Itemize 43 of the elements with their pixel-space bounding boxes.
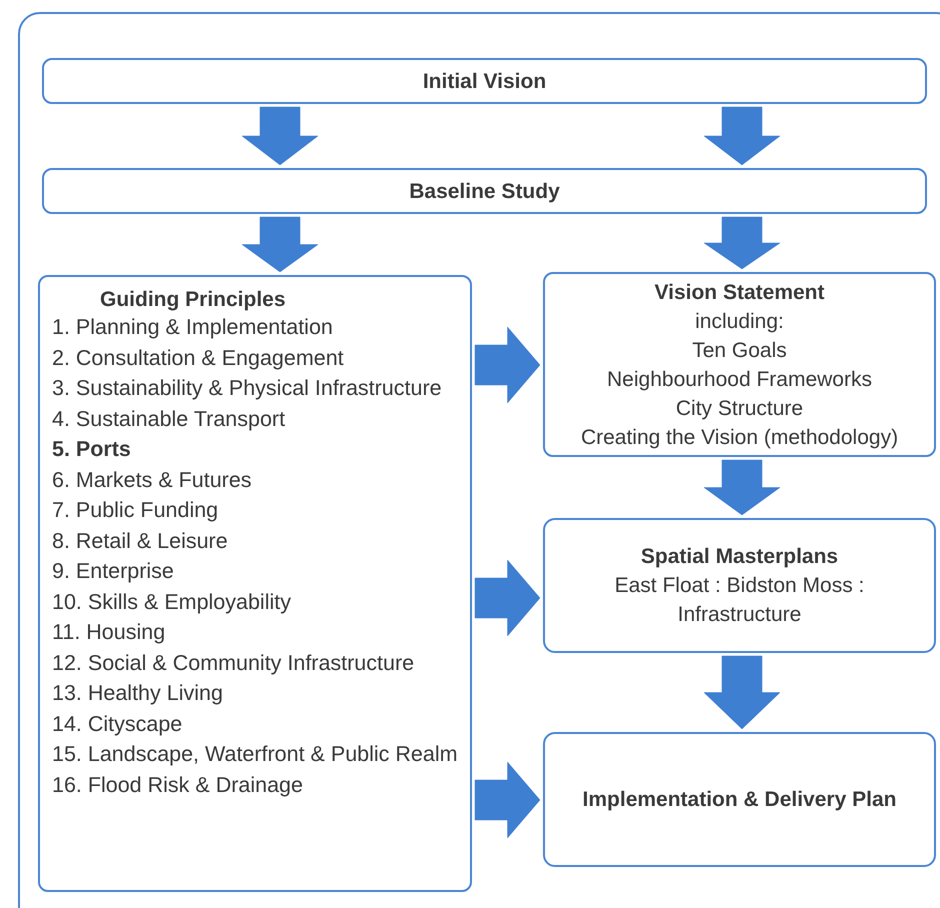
process-box <box>42 168 927 214</box>
block-arrow <box>242 106 318 166</box>
box-text: Creating the Vision (methodology) <box>580 424 898 450</box>
list-item: 13. Healthy Living <box>52 680 224 706</box>
box-heading: Initial Vision <box>422 68 546 94</box>
process-box <box>42 58 927 104</box>
list-item: 15. Landscape, Waterfront & Public Realm <box>52 741 458 767</box>
list-item: 8. Retail & Leisure <box>52 528 229 554</box>
list-item: 11. Housing <box>52 619 166 645</box>
process-box <box>543 272 936 457</box>
block-arrow <box>242 216 318 272</box>
list-item: 9. Enterprise <box>52 558 175 584</box>
box-heading: Guiding Principles <box>99 287 287 313</box>
block-arrow <box>704 460 780 516</box>
list-item: 5. Ports <box>52 436 132 462</box>
list-item: 3. Sustainability & Physical Infrastructure <box>52 375 443 401</box>
box-text: East Float : Bidston Moss : Infrastructure <box>614 573 866 628</box>
list-item: 4. Sustainable Transport <box>52 406 286 432</box>
list-item: 14. Cityscape <box>52 710 184 736</box>
block-arrow <box>474 560 540 636</box>
list-item: 12. Social & Community Infrastructure <box>52 650 416 676</box>
list-item: 16. Flood Risk & Drainage <box>52 772 304 798</box>
box-heading: Spatial Masterplans <box>640 544 838 570</box>
box-text: Neighbourhood Frameworks <box>607 366 872 392</box>
block-arrow <box>704 106 780 166</box>
block-arrow <box>704 656 780 730</box>
block-arrow <box>474 762 540 838</box>
process-box <box>543 732 936 867</box>
block-arrow <box>704 216 780 270</box>
list-item: 2. Consultation & Engagement <box>52 344 345 370</box>
box-text: City Structure <box>676 396 804 422</box>
list-item: 7. Public Funding <box>52 497 220 523</box>
box-heading: Implementation & Delivery Plan <box>582 787 896 813</box>
list-box <box>38 275 472 892</box>
box-text: including: <box>695 308 784 334</box>
block-arrow <box>474 326 540 404</box>
list-item: 1. Planning & Implementation <box>52 314 334 340</box>
box-heading: Vision Statement <box>654 280 824 306</box>
process-box <box>543 518 936 653</box>
box-text: Ten Goals <box>692 338 787 364</box>
list-item: 6. Markets & Futures <box>52 466 253 492</box>
box-heading: Baseline Study <box>409 178 560 204</box>
list-item: 10. Skills & Employability <box>52 588 292 614</box>
